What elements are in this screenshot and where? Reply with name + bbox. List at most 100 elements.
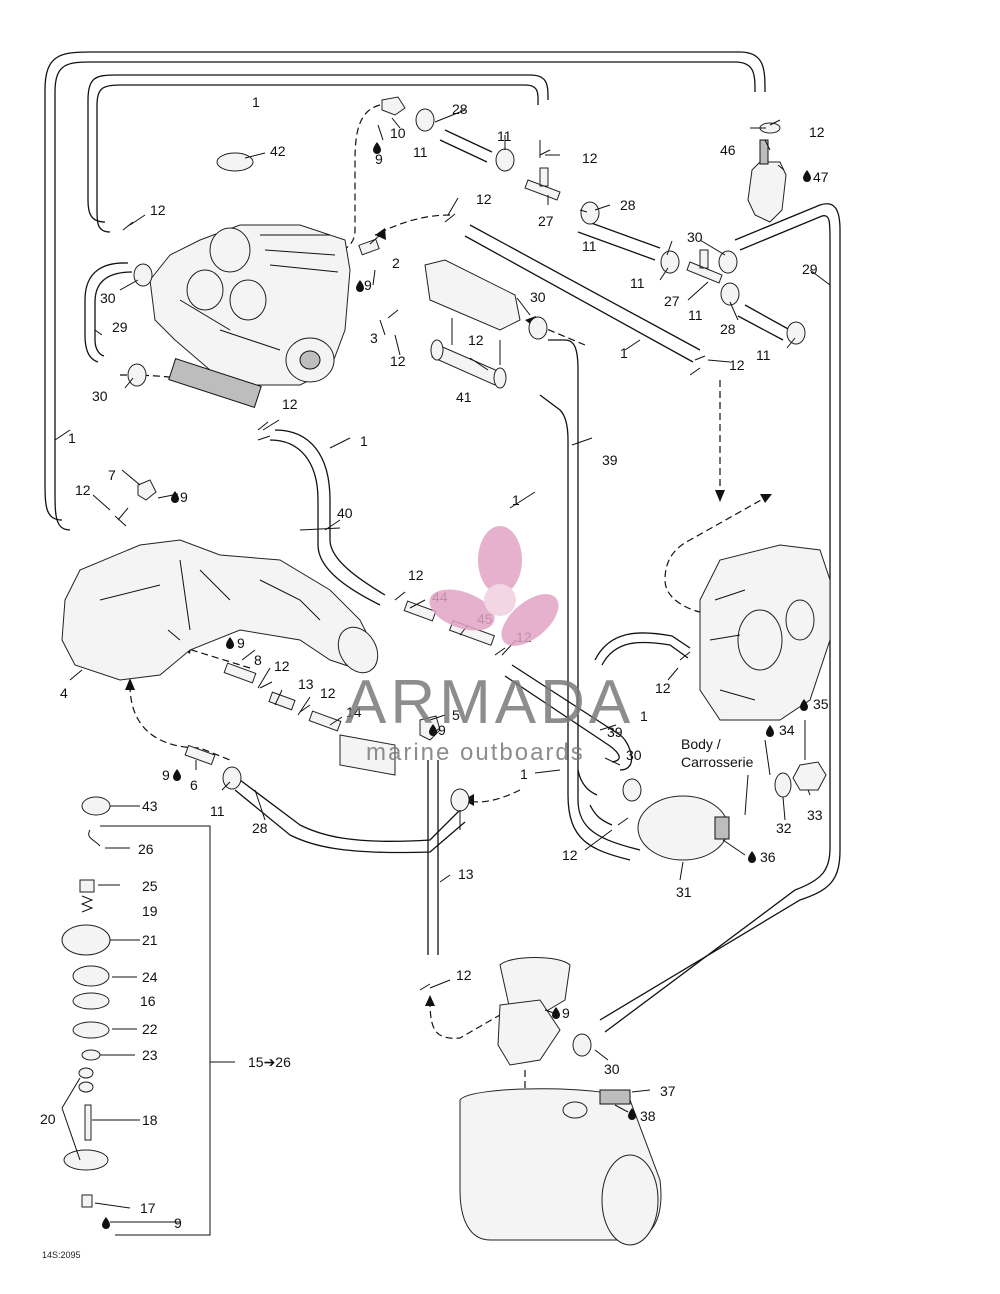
callout-8: 8 [254, 652, 262, 668]
callout-12: 12 [468, 332, 484, 348]
bracket-parts [299, 527, 396, 776]
callout-33: 33 [807, 807, 823, 823]
callout-37: 37 [660, 1083, 676, 1099]
callout-12: 12 [456, 967, 472, 983]
tee-fittings-27 [524, 167, 723, 284]
callout-20: 20 [40, 1111, 56, 1127]
callout-9: 9 [364, 277, 372, 293]
callout-40: 40 [337, 505, 353, 521]
callout-27: 27 [664, 293, 680, 309]
callout-12: 12 [75, 482, 91, 498]
callout-30: 30 [687, 229, 703, 245]
callout-38: 38 [640, 1108, 656, 1124]
callout-12: 12 [282, 396, 298, 412]
callout-28: 28 [452, 101, 468, 117]
callout-24: 24 [142, 969, 158, 985]
callout-1: 1 [520, 766, 528, 782]
callout-10: 10 [390, 125, 406, 141]
callout-3: 3 [370, 330, 378, 346]
callout-30: 30 [100, 290, 116, 306]
callout-19: 19 [142, 903, 158, 919]
callout-29: 29 [112, 319, 128, 335]
callout-12: 12 [582, 150, 598, 166]
callout-6: 6 [190, 777, 198, 793]
callout-11: 11 [582, 238, 597, 254]
valve-assembly-15-26 [61, 796, 111, 1208]
reference-code: 14S:2095 [42, 1250, 81, 1260]
callout-32: 32 [776, 820, 792, 836]
callout-12: 12 [320, 685, 336, 701]
callout-22: 22 [142, 1021, 158, 1037]
callout-12: 12 [562, 847, 578, 863]
callout-labels: 1 1 1 1 1 1 1 2 3 4 5 6 7 8 9 9 9 9 9 9 … [40, 94, 829, 1231]
callout-12: 12 [476, 191, 492, 207]
callout-28: 28 [252, 820, 268, 836]
callout-9: 9 [562, 1005, 570, 1021]
watermark: ARMADA marine outboards [345, 526, 634, 766]
callout-12: 12 [390, 353, 406, 369]
clip-42 [216, 152, 254, 172]
callout-4: 4 [60, 685, 68, 701]
callout-12: 12 [655, 680, 671, 696]
callout-9: 9 [162, 767, 170, 783]
callout-34: 34 [779, 722, 795, 738]
sealant-droplet-icons [102, 142, 811, 1229]
callout-25: 25 [142, 878, 158, 894]
heat-exchanger-41 [424, 259, 521, 389]
callout-13: 13 [298, 676, 314, 692]
reservoir-housing [699, 544, 831, 721]
callout-13: 13 [458, 866, 474, 882]
callout-1: 1 [620, 345, 628, 361]
callout-17: 17 [140, 1200, 156, 1216]
callout-23: 23 [142, 1047, 158, 1063]
callout-16: 16 [140, 993, 156, 1009]
callout-39: 39 [607, 724, 623, 740]
callout-12: 12 [729, 357, 745, 373]
callout-12: 12 [274, 658, 290, 674]
callout-28: 28 [620, 197, 636, 213]
callout-26: 26 [138, 841, 154, 857]
callout-18: 18 [142, 1112, 158, 1128]
callout-7: 7 [108, 467, 116, 483]
callout-1: 1 [68, 430, 76, 446]
callout-21: 21 [142, 932, 158, 948]
callout-9: 9 [438, 722, 446, 738]
callout-27: 27 [538, 213, 554, 229]
group-bracket-15-26 [100, 825, 235, 1236]
callout-28: 28 [720, 321, 736, 337]
hose-lines [44, 51, 841, 1033]
watermark-tagline: marine outboards [366, 739, 585, 766]
callout-39: 39 [602, 452, 618, 468]
callout-47: 47 [813, 169, 829, 185]
callout-11: 11 [630, 275, 645, 291]
callout-30: 30 [626, 747, 642, 763]
callout-9: 9 [180, 489, 188, 505]
callout-1: 1 [640, 708, 648, 724]
callout-30: 30 [604, 1061, 620, 1077]
callout-11: 11 [210, 803, 225, 819]
callout-35: 35 [813, 696, 829, 712]
inline-fittings [137, 96, 496, 766]
engine-illustration [149, 224, 351, 408]
callout-30: 30 [92, 388, 108, 404]
callout-11: 11 [497, 128, 512, 144]
callout-11: 11 [413, 144, 428, 160]
callout-12: 12 [809, 124, 825, 140]
water-box-31 [637, 795, 730, 861]
callout-9: 9 [237, 635, 245, 651]
body-note-line-1: Body / [681, 736, 721, 752]
callout-29: 29 [802, 261, 818, 277]
nut-fittings-32-35 [774, 761, 827, 798]
callout-14: 14 [346, 704, 362, 720]
body-note-line-2: Carrosserie [681, 754, 754, 770]
propeller-logo [429, 526, 559, 646]
callout-1: 1 [512, 492, 520, 508]
callout-31: 31 [676, 884, 692, 900]
callout-43: 43 [142, 798, 158, 814]
watermark-brand: ARMADA [345, 668, 634, 737]
body-note: Body / Carrosserie [681, 736, 754, 770]
hose-clamps [114, 108, 806, 1057]
callout-9: 9 [174, 1215, 182, 1231]
jet-pump-housing-4 [61, 539, 379, 681]
